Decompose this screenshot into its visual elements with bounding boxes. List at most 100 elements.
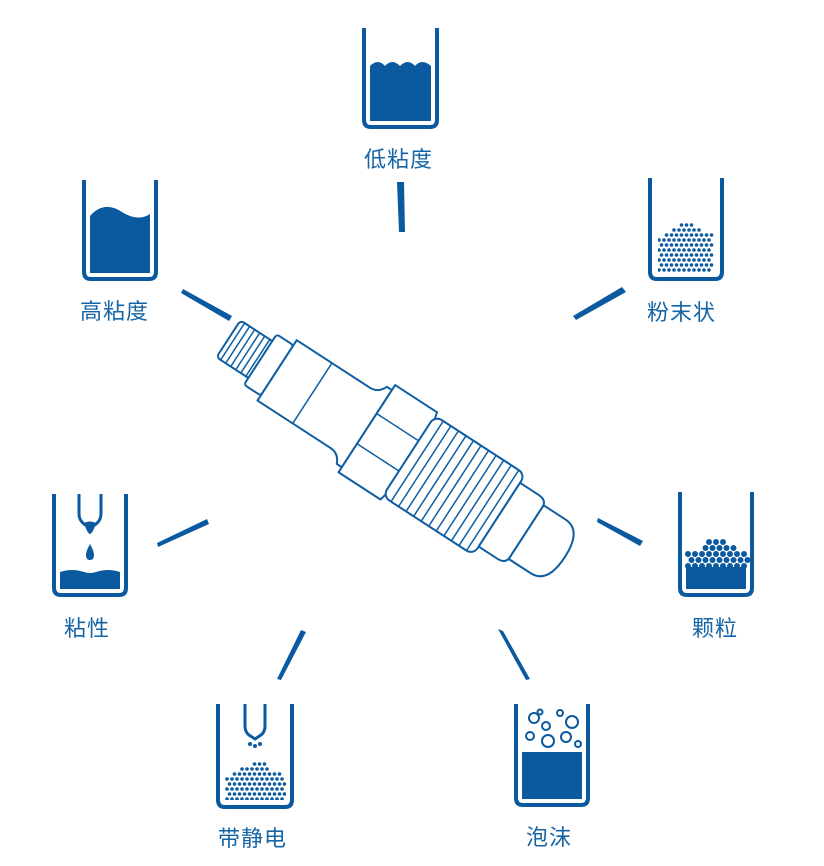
powder-dot [270, 787, 274, 791]
powder-dot [709, 263, 714, 267]
powder-dot [694, 233, 699, 237]
beaker-powder-icon [648, 178, 724, 281]
granule-dot [709, 545, 716, 551]
powder-dot [658, 238, 661, 242]
powder-dot [664, 263, 669, 267]
granule-dot [713, 551, 719, 557]
beaker-granules-icon [678, 492, 754, 597]
powder-dot [267, 782, 272, 786]
powder-dot [275, 797, 279, 800]
granule-dot [744, 557, 751, 563]
powder-dot [677, 258, 681, 262]
powder-dot [237, 772, 242, 776]
powder-dot [689, 243, 694, 247]
powder-dot [692, 228, 696, 232]
powder-dot [707, 238, 711, 242]
powder-dot [280, 777, 284, 781]
powder-dot [692, 238, 696, 242]
label-high-viscosity: 高粘度 [80, 300, 150, 325]
powder-dot [262, 792, 267, 796]
granule-dot [730, 557, 737, 563]
powder-dot [699, 263, 704, 267]
powder-dot [262, 782, 267, 786]
beaker-sticky-icon [52, 494, 128, 597]
powder-dot [677, 268, 681, 272]
powder-dot [230, 797, 234, 800]
powder-dot [682, 248, 686, 252]
pointer-sticky [157, 519, 209, 547]
sensor-probe-icon [217, 320, 575, 578]
powder-dot [689, 233, 694, 237]
powder-dot [672, 238, 676, 242]
powder-dot [252, 792, 257, 796]
beaker-foam-icon [514, 704, 590, 807]
powder-dot [682, 228, 686, 232]
powder-dot [658, 268, 661, 272]
powder-dot [247, 782, 252, 786]
powder-dot [692, 248, 696, 252]
powder-dot [275, 777, 279, 781]
powder-dot [225, 777, 229, 781]
powder-dot [242, 782, 247, 786]
powder-dot [674, 243, 679, 247]
powder-dot [662, 248, 666, 252]
powder-dot [709, 243, 714, 247]
granule-dot [702, 557, 709, 563]
label-powder: 粉末状 [647, 301, 717, 326]
granule-dot [706, 539, 712, 545]
powder-dot [252, 762, 257, 766]
granule-dot [737, 557, 744, 563]
powder-dot [230, 787, 234, 791]
powder-dot [255, 777, 259, 781]
powder-dot [707, 268, 711, 272]
powder-dot [687, 248, 691, 252]
powder-dot [245, 797, 249, 800]
beaker-low-viscosity-icon [362, 28, 439, 129]
powder-dot [658, 258, 661, 262]
powder-dot [679, 253, 684, 257]
powder-dot [662, 238, 666, 242]
powder-dot [247, 772, 252, 776]
powder-dot [669, 263, 674, 267]
granule-dot [727, 551, 733, 557]
granule-dot [723, 545, 730, 551]
pointer-granules [597, 518, 643, 546]
powder-dot [672, 248, 676, 252]
granule-dot [702, 545, 709, 551]
powder-dot [694, 253, 699, 257]
powder-dot [252, 782, 257, 786]
powder-dot [679, 223, 684, 227]
powder-dot [709, 253, 714, 257]
powder-dot [664, 233, 669, 237]
powder-dot [250, 797, 254, 800]
powder-dot [232, 772, 237, 776]
powder-dot [694, 263, 699, 267]
powder-dot [250, 767, 254, 771]
powder-dot [697, 238, 701, 242]
label-granules: 颗粒 [692, 617, 739, 642]
powder-dot [277, 772, 282, 776]
powder-dot [225, 787, 229, 791]
granule-dot [716, 545, 723, 551]
powder-dot [237, 792, 242, 796]
powder-dot [677, 238, 681, 242]
granule-dot [730, 545, 737, 551]
powder-dot [669, 233, 674, 237]
pointer-electrostatic [277, 630, 306, 680]
powder-dot [662, 258, 666, 262]
powder-dot [260, 777, 264, 781]
powder-dot [704, 263, 709, 267]
granule-base [686, 567, 746, 589]
powder-dot [694, 243, 699, 247]
powder-dot [707, 248, 711, 252]
granule-dot [727, 563, 733, 569]
powder-dot [265, 767, 269, 771]
powder-dot [282, 792, 286, 796]
granule-dot [720, 551, 726, 557]
powder-dot [682, 258, 686, 262]
powder-dot [679, 263, 684, 267]
pointer-low-viscosity [397, 182, 405, 232]
powder-dot [672, 268, 676, 272]
powder-dot [257, 762, 262, 766]
